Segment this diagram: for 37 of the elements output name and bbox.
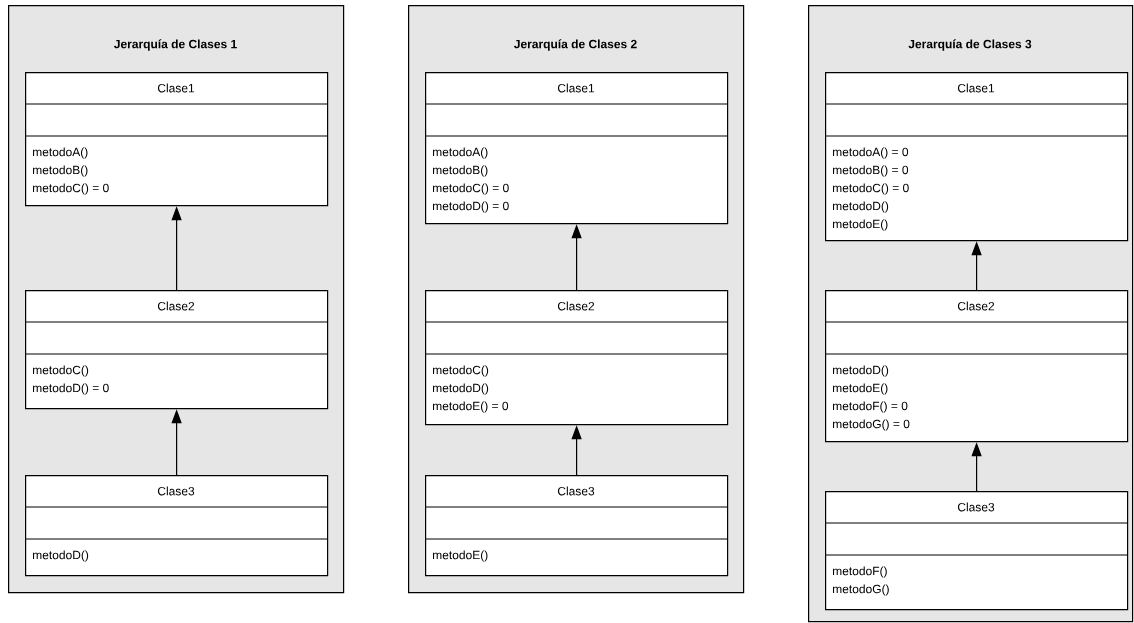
method-text: metodoA() = 0 — [833, 147, 909, 159]
method-text: metodoC() — [433, 365, 489, 377]
method-text: metodoD() — [433, 383, 489, 395]
class-name: Clase2 — [157, 301, 195, 311]
method-text: metodoE() — [833, 219, 888, 231]
method-text: metodoF() = 0 — [833, 401, 908, 413]
method-text: metodoD() = 0 — [433, 201, 509, 213]
method-text: metodoC() = 0 — [433, 183, 509, 195]
method-text: metodoB() — [33, 165, 88, 177]
method-text: metodoD() = 0 — [33, 383, 109, 395]
class-name: Clase1 — [157, 83, 195, 93]
panel-title: Jerarquía de Clases 2 — [514, 39, 637, 51]
method-text: metodoB() = 0 — [833, 165, 909, 177]
method-text: metodoF() — [833, 566, 887, 578]
method-text: metodoD() — [833, 365, 889, 377]
panel-title: Jerarquía de Clases 3 — [908, 39, 1032, 51]
class-name: Clase2 — [557, 301, 595, 311]
method-text: metodoD() — [833, 201, 889, 213]
class-name: Clase3 — [957, 502, 995, 512]
method-text: metodoC() = 0 — [833, 183, 909, 195]
class-name: Clase1 — [957, 83, 995, 93]
method-text: metodoE() — [433, 550, 488, 562]
panel-title: Jerarquía de Clases 1 — [114, 39, 237, 51]
method-text: metodoE() = 0 — [433, 401, 509, 413]
class-name: Clase3 — [557, 486, 595, 496]
method-text: metodoD() — [33, 550, 89, 562]
class-name: Clase2 — [957, 301, 995, 311]
method-text: metodoB() — [433, 165, 488, 177]
method-text: metodoG() = 0 — [833, 419, 910, 431]
class-name: Clase1 — [557, 83, 595, 93]
method-text: metodoE() — [833, 383, 888, 395]
method-text: metodoG() — [833, 584, 889, 596]
method-text: metodoC() = 0 — [33, 183, 109, 195]
method-text: metodoC() — [33, 365, 89, 377]
method-text: metodoA() — [33, 147, 88, 159]
method-text: metodoA() — [433, 147, 488, 159]
class-name: Clase3 — [157, 486, 195, 496]
